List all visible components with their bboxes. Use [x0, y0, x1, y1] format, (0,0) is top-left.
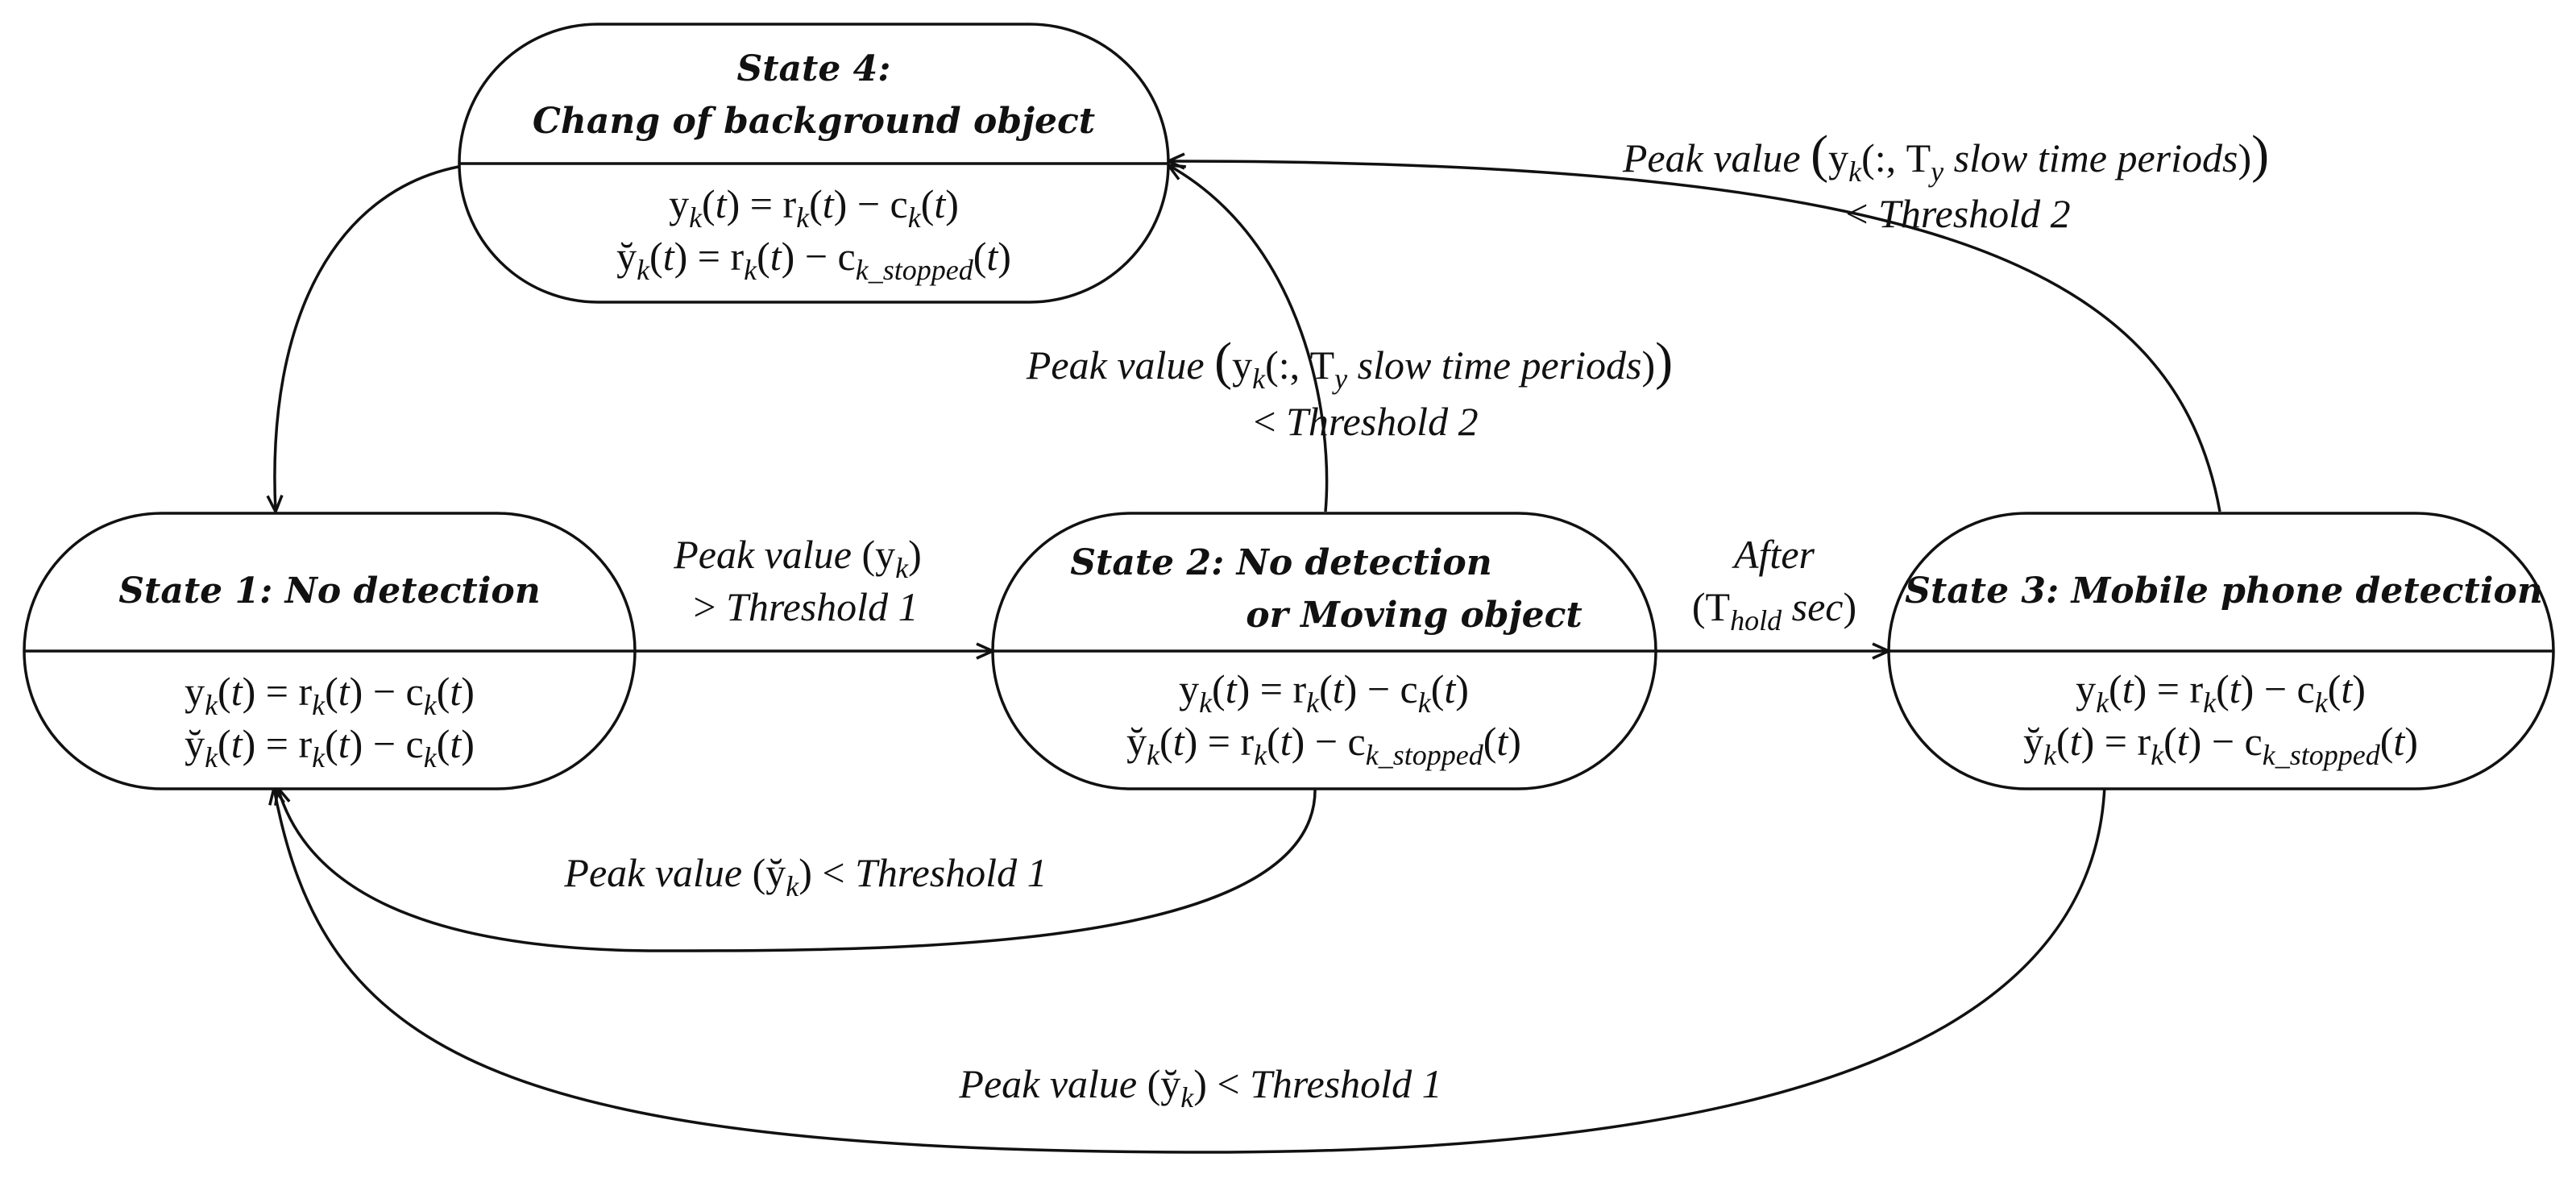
state-3: State 3: Mobile phone detection yk(t) = … [1887, 512, 2555, 790]
state-1: State 1: No detection yk(t) = rk(t) − ck… [23, 512, 637, 790]
label-s2-s4-line1: Peak value (yk(:, Ty slow time periods)) [1026, 332, 1673, 395]
edge-s4-to-s1 [275, 164, 468, 512]
label-s2-s4-line2: < Threshold 2 [1253, 399, 1478, 444]
state-3-equation-2: y̆k(t) = rk(t) − ck_stopped(t) [2023, 719, 2418, 771]
state-3-title: State 3: Mobile phone detection [1905, 570, 2543, 612]
state-2-equation-1: yk(t) = rk(t) − ck(t) [1179, 666, 1469, 719]
state-2-equation-2: y̆k(t) = rk(t) − ck_stopped(t) [1126, 719, 1521, 771]
label-s3-s1: Peak value (y̆k) < Threshold 1 [958, 1061, 1441, 1114]
state-1-title: State 1: No detection [118, 570, 541, 612]
label-s1-s2-line1: Peak value (yk) [673, 532, 922, 584]
edge-s2-to-s1 [278, 786, 1317, 952]
state-4-title-line1: State 4: [736, 48, 890, 89]
label-s2-s1: Peak value (y̆k) < Threshold 1 [563, 850, 1047, 902]
label-s2-s3-after: After [1732, 532, 1815, 577]
state-2: State 2: No detection or Moving object y… [991, 512, 1657, 790]
state-4: State 4: Chang of background object yk(t… [458, 23, 1170, 304]
state-4-title-line2: Chang of background object [533, 101, 1095, 142]
state-4-equation-2: y̆k(t) = rk(t) − ck_stopped(t) [616, 234, 1011, 286]
label-s3-s4-line1: Peak value (yk(:, Ty slow time periods)) [1622, 125, 2269, 188]
label-s3-s4-line2: < Threshold 2 [1845, 191, 2070, 236]
state-1-equation-1: yk(t) = rk(t) − ck(t) [185, 669, 475, 721]
edge-s3-to-s1 [274, 786, 2106, 1154]
label-s2-s3-thold: (Thold sec) [1692, 584, 1856, 637]
edge-s2-to-s4 [1168, 165, 1329, 512]
state-4-equation-1: yk(t) = rk(t) − ck(t) [669, 181, 959, 234]
state-2-title-line2: or Moving object [1246, 595, 1582, 636]
edge-s3-to-s4 [1168, 161, 2221, 512]
state-1-equation-2: y̆k(t) = rk(t) − ck(t) [185, 721, 475, 774]
state-2-title-line1: State 2: No detection [1070, 542, 1492, 583]
label-s1-s2-line2: > Threshold 1 [693, 584, 918, 629]
state-3-equation-1: yk(t) = rk(t) − ck(t) [2076, 666, 2366, 719]
